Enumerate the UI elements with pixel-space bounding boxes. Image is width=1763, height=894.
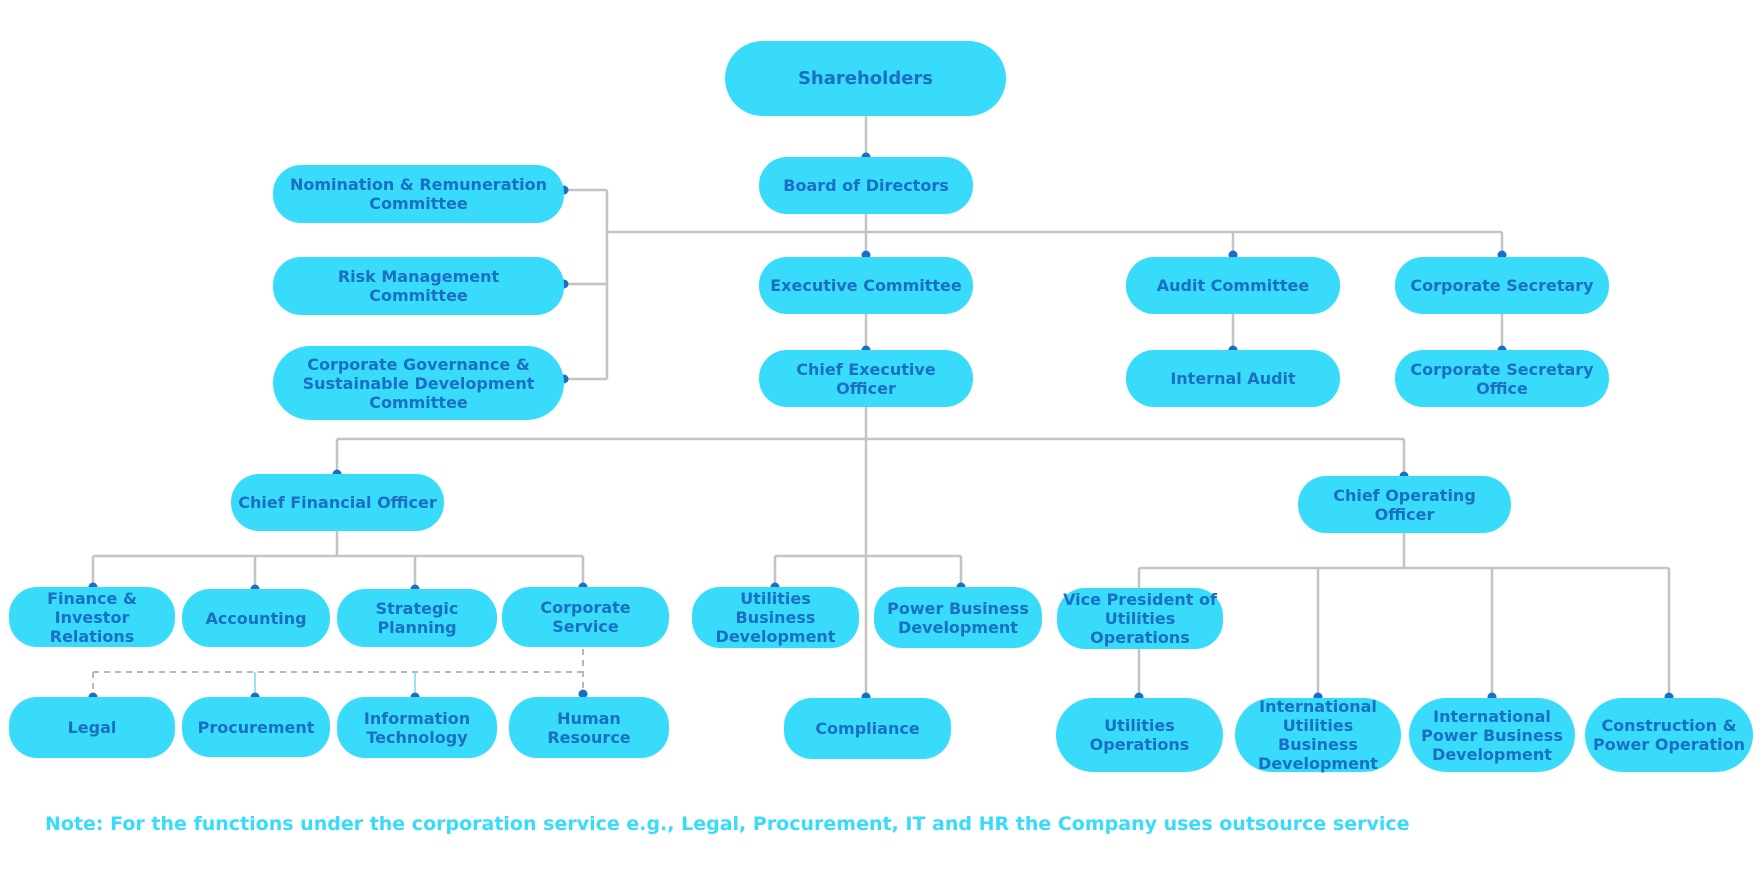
node-accounting[interactable]: Accounting xyxy=(182,589,330,647)
node-utilities-business-development[interactable]: Utilities Business Development xyxy=(692,587,859,648)
node-vp-utilities-operations-label: Vice President of Utilities Operations xyxy=(1063,590,1217,647)
outsource-connector-ticks xyxy=(254,672,416,697)
node-legal-label: Legal xyxy=(67,718,117,737)
node-risk-management-committee-label: Risk Management Committee xyxy=(337,267,500,305)
node-construction-power-operation-label: Construction & Power Operation xyxy=(1593,716,1745,754)
node-accounting-label: Accounting xyxy=(205,608,307,628)
node-corporate-secretary[interactable]: Corporate Secretary xyxy=(1395,257,1609,314)
node-chief-financial-officer[interactable]: Chief Financial Officer xyxy=(231,474,444,531)
node-internal-audit[interactable]: Internal Audit xyxy=(1126,350,1340,407)
node-information-technology[interactable]: Information Technology xyxy=(337,697,497,758)
node-internal-audit-label: Internal Audit xyxy=(1170,369,1296,388)
node-procurement-label: Procurement xyxy=(197,717,315,737)
outsource-connector-lines xyxy=(92,649,584,697)
node-power-business-development-label: Power Business Development xyxy=(887,598,1029,637)
node-corporate-secretary-office[interactable]: Corporate Secretary Office xyxy=(1395,350,1609,407)
node-risk-management-committee[interactable]: Risk Management Committee xyxy=(273,257,564,315)
node-international-power-business-development-label: International Power Business Development xyxy=(1421,706,1563,764)
node-corporate-governance-committee-label: Corporate Governance & Sustainable Devel… xyxy=(302,354,535,412)
node-corporate-governance-committee[interactable]: Corporate Governance & Sustainable Devel… xyxy=(273,346,564,420)
node-chief-financial-officer-label: Chief Financial Officer xyxy=(238,493,437,512)
node-shareholders-label: Shareholders xyxy=(797,68,934,89)
node-strategic-planning[interactable]: Strategic Planning xyxy=(337,589,497,647)
node-nomination-remuneration-committee-label: Nomination & Remuneration Committee xyxy=(289,175,547,213)
node-chief-executive-officer[interactable]: Chief Executive Officer xyxy=(759,350,973,407)
node-shareholders[interactable]: Shareholders xyxy=(725,41,1006,116)
node-power-business-development[interactable]: Power Business Development xyxy=(874,587,1042,648)
node-vp-utilities-operations[interactable]: Vice President of Utilities Operations xyxy=(1057,588,1223,649)
node-finance-investor-relations-label: Finance & Investor Relations xyxy=(47,588,137,646)
node-corporate-service[interactable]: Corporate Service xyxy=(502,587,669,647)
node-audit-committee-label: Audit Committee xyxy=(1156,276,1310,295)
node-chief-executive-officer-label: Chief Executive Officer xyxy=(796,359,936,398)
node-strategic-planning-label: Strategic Planning xyxy=(375,599,459,637)
outsource-note: Note: For the functions under the corpor… xyxy=(45,813,1410,835)
node-utilities-operations[interactable]: Utilities Operations xyxy=(1056,698,1223,772)
node-finance-investor-relations[interactable]: Finance & Investor Relations xyxy=(9,587,175,647)
node-construction-power-operation[interactable]: Construction & Power Operation xyxy=(1585,698,1753,772)
node-board-of-directors[interactable]: Board of Directors xyxy=(759,157,973,214)
node-corporate-service-label: Corporate Service xyxy=(540,598,631,636)
node-chief-operating-officer[interactable]: Chief Operating Officer xyxy=(1298,476,1511,533)
node-board-of-directors-label: Board of Directors xyxy=(783,176,949,195)
node-information-technology-label: Information Technology xyxy=(363,708,471,747)
node-human-resource[interactable]: Human Resource xyxy=(509,697,669,758)
node-international-utilities-business-development-label: International Utilities Business Develop… xyxy=(1258,697,1378,773)
node-nomination-remuneration-committee[interactable]: Nomination & Remuneration Committee xyxy=(273,165,564,223)
node-international-power-business-development[interactable]: International Power Business Development xyxy=(1409,698,1575,772)
node-chief-operating-officer-label: Chief Operating Officer xyxy=(1333,485,1476,524)
node-compliance-label: Compliance xyxy=(815,719,920,738)
node-executive-committee[interactable]: Executive Committee xyxy=(759,257,973,314)
node-procurement[interactable]: Procurement xyxy=(182,697,330,757)
node-international-utilities-business-development[interactable]: International Utilities Business Develop… xyxy=(1235,697,1401,773)
node-human-resource-label: Human Resource xyxy=(547,708,631,747)
node-corporate-secretary-label: Corporate Secretary xyxy=(1410,276,1594,295)
node-corporate-secretary-office-label: Corporate Secretary Office xyxy=(1410,359,1594,398)
node-audit-committee[interactable]: Audit Committee xyxy=(1126,257,1340,314)
node-compliance[interactable]: Compliance xyxy=(784,698,951,759)
node-legal[interactable]: Legal xyxy=(9,697,175,758)
connector-lines xyxy=(91,115,1671,697)
node-utilities-business-development-label: Utilities Business Development xyxy=(715,589,836,646)
node-utilities-operations-label: Utilities Operations xyxy=(1089,716,1190,754)
node-executive-committee-label: Executive Committee xyxy=(770,276,962,295)
